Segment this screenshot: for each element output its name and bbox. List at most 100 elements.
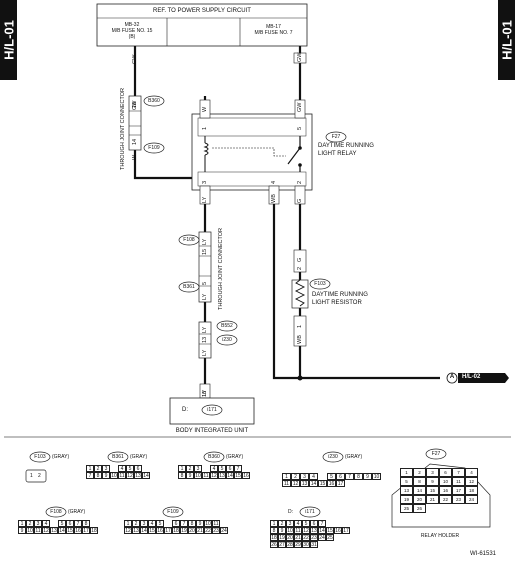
pin-cell	[164, 520, 172, 527]
pin-cell: 12	[124, 527, 132, 534]
pin-relay-5: 5	[297, 126, 303, 130]
pin-cell: 17	[164, 527, 172, 534]
pin-cell: 1	[178, 465, 186, 472]
pin-cell: 17	[82, 527, 90, 534]
wire-label-gw-left: GW	[132, 54, 138, 64]
pin-cell: 8	[270, 527, 278, 534]
ref-letter: A	[449, 374, 455, 380]
legend-f103-title: F103	[34, 454, 46, 460]
ref-target[interactable]: H/L-02	[462, 374, 481, 380]
pin-cell: 5	[327, 473, 336, 480]
pin-cell: 6	[310, 520, 318, 527]
pin-cell: 23	[212, 527, 220, 534]
relay-holder-cell: 3	[426, 468, 439, 477]
pin-cell: 2	[94, 465, 102, 472]
pin-f109-14: 14	[132, 138, 138, 145]
pin-cell: 1	[18, 520, 26, 527]
pin-cell: 31	[310, 541, 318, 548]
pin-cell: 15	[326, 527, 334, 534]
pin-cell	[110, 465, 118, 472]
legend-f109-title: F109	[167, 509, 179, 515]
pin-cell: 4	[118, 465, 126, 472]
legend-i171-title: i171	[305, 509, 315, 515]
resistor-caption-1: DAYTIME RUNNING	[312, 292, 368, 298]
wire-label-wb-resistor: WB	[297, 335, 303, 344]
pin-cell: 3	[140, 520, 148, 527]
pin-cell: 7	[86, 472, 94, 479]
pin-cell: 16	[242, 472, 250, 479]
pin-cell: 19	[180, 527, 188, 534]
left-fuse-line3: (B)	[128, 34, 136, 40]
pin-cell: 7	[345, 473, 354, 480]
through-joint-left	[128, 95, 142, 151]
pin-cell: 5	[156, 520, 164, 527]
pin-cell: 9	[363, 473, 372, 480]
pin-cell: 16	[334, 527, 342, 534]
relay-holder-cell: 26	[413, 504, 426, 513]
pin-cell: 4	[148, 520, 156, 527]
pin-cell: 2	[132, 520, 140, 527]
relay-holder-cell: 23	[452, 495, 465, 504]
pin-cell: 23	[310, 534, 318, 541]
pin-cell: 4	[294, 520, 302, 527]
relay-holder-cell: 2	[413, 468, 426, 477]
pin-cell: 1	[282, 473, 291, 480]
legend-b360-title: B360	[208, 454, 220, 460]
connector-f103: F103	[314, 281, 326, 287]
relay-caption-1: DAYTIME RUNNING	[318, 143, 374, 149]
relay-holder-cell: 9	[426, 477, 439, 486]
wire-wb	[272, 204, 440, 380]
pin-cell: 11	[282, 480, 291, 487]
pin-b361-5: 5	[202, 281, 208, 285]
pin-cell: 19	[278, 534, 286, 541]
legend-f103-pin1: 1	[30, 473, 33, 479]
pin-cell: 8	[188, 520, 196, 527]
pin-cell: 5	[218, 465, 226, 472]
pin-cell: 8	[94, 472, 102, 479]
power-header: REF. TO POWER SUPPLY CIRCUIT	[153, 8, 251, 14]
through-joint-mid-label: THROUGH JOINT CONNECTOR	[218, 228, 224, 310]
wire-label-ly-f108: LY	[202, 238, 208, 245]
relay-holder-cell: 8	[413, 477, 426, 486]
pin-cell: 6	[226, 465, 234, 472]
pin-cell: 15	[234, 472, 242, 479]
pin-cell: 1	[270, 520, 278, 527]
pin-f108-15: 15	[202, 248, 208, 255]
pin-cell: 9	[278, 527, 286, 534]
ref-arrow	[458, 373, 509, 383]
relay-holder-cell: 1	[400, 468, 413, 477]
connector-b552: B552	[221, 323, 233, 329]
pin-cell: 7	[180, 520, 188, 527]
pin-cell: 14	[309, 480, 318, 487]
through-joint-left-label: THROUGH JOINT CONNECTOR	[120, 88, 126, 170]
pin-cell: 12	[126, 472, 134, 479]
pin-cell: 14	[226, 472, 234, 479]
relay-holder-cell: 22	[439, 495, 452, 504]
connector-f108: F108	[183, 237, 195, 243]
wire-label-ly-b552: LY	[202, 326, 208, 333]
connector-i230: i230	[222, 337, 232, 343]
pin-cell: 11	[294, 527, 302, 534]
pin-cell: 13	[310, 527, 318, 534]
relay-holder-cell: 7	[452, 468, 465, 477]
pin-cell: 28	[286, 541, 294, 548]
pin-cell: 13	[134, 472, 142, 479]
pin-cell: 6	[134, 465, 142, 472]
relay-coil-icon	[203, 136, 209, 172]
power-supply-box	[96, 3, 308, 47]
pin-cell: 9	[196, 520, 204, 527]
pin-cell: 12	[291, 480, 300, 487]
wire-label-ly-b361: LY	[202, 293, 208, 300]
pin-cell: 8	[354, 473, 363, 480]
pin-cell: 6	[336, 473, 345, 480]
pin-cell: 14	[140, 527, 148, 534]
relay-holder-cell: 14	[413, 486, 426, 495]
pin-cell: 17	[336, 480, 345, 487]
legend-f108-color: (GRAY)	[68, 509, 86, 515]
legend-b361-title: B361	[112, 454, 124, 460]
pin-cell: 17	[342, 527, 350, 534]
pin-cell: 9	[186, 472, 194, 479]
legend-f103-color: (GRAY)	[52, 454, 70, 460]
